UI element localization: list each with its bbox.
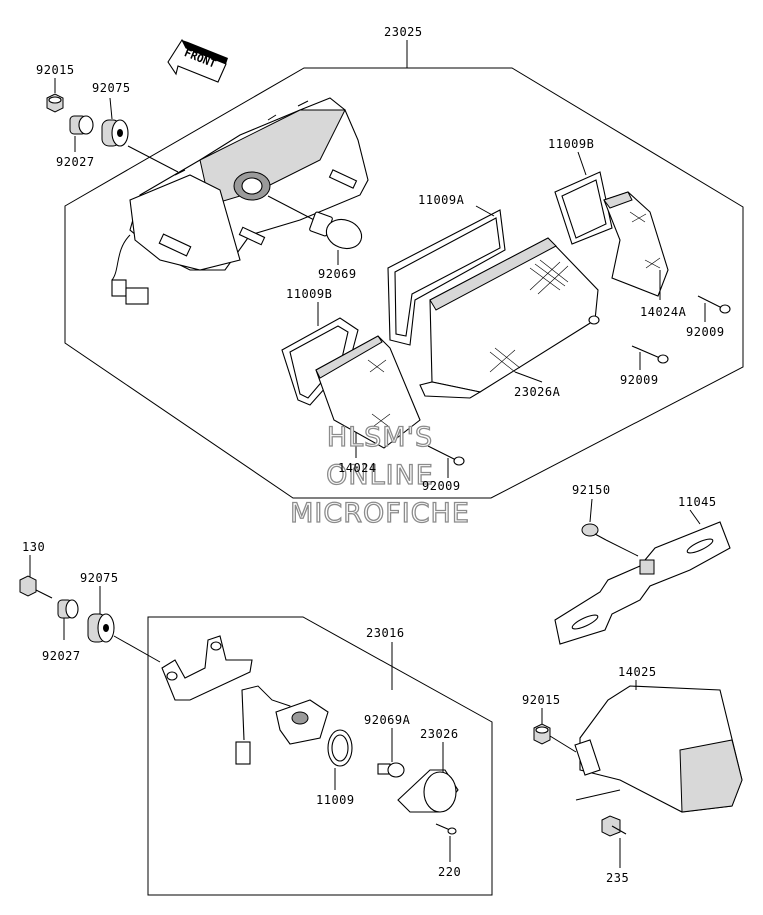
front-arrow-icon: FRONT [167, 38, 228, 83]
part-label: 220 [438, 865, 461, 879]
gasket-11009A [387, 209, 506, 346]
watermark-line2: ONLINE [326, 460, 434, 491]
part-label: 92150 [572, 483, 611, 497]
screw-92150 [581, 523, 607, 541]
part-label: 92075 [80, 571, 119, 585]
part-label: 130 [22, 540, 45, 554]
part-label: 23016 [366, 626, 405, 640]
cover-14025 [574, 685, 743, 813]
bolt-130 [19, 575, 53, 599]
reflector-14024 [315, 335, 421, 449]
part-label: 92009 [620, 373, 659, 387]
bolt-235 [601, 815, 627, 837]
lens-23026 [397, 769, 459, 813]
part-label: 92009 [686, 325, 725, 339]
part-label: 92027 [42, 649, 81, 663]
grommet-92075-bot [87, 613, 115, 643]
washer-92027-bot [57, 599, 79, 619]
bulb-92069 [267, 195, 363, 250]
part-label: 92015 [36, 63, 75, 77]
part-label: 11009A [418, 193, 465, 207]
lens-23026A [419, 237, 600, 399]
bulb-92069A [377, 762, 405, 778]
part-label: 23026A [514, 385, 561, 399]
part-label: 14024A [640, 305, 687, 319]
part-label: 11009B [286, 287, 332, 301]
screw-92009-bottom [427, 445, 465, 466]
part-label: 92027 [56, 155, 95, 169]
tail-light-housing [111, 97, 369, 305]
watermark-line1: HLSM'S [327, 422, 433, 453]
socket-wire [235, 685, 329, 765]
part-label: 11009 [316, 793, 355, 807]
part-label: 14024 [338, 461, 377, 475]
gasket-11009B-left [281, 317, 359, 406]
gasket-11009 [327, 729, 353, 767]
screw-220 [435, 823, 457, 835]
watermark: HLSM'S ONLINE MICROFICHE [289, 421, 470, 529]
part-label: 14025 [618, 665, 657, 679]
part-label: 235 [606, 871, 629, 885]
gasket-11009B-right [554, 171, 613, 245]
reflector-14024A [603, 191, 669, 297]
part-label: 11009B [548, 137, 594, 151]
license-light-bracket [161, 635, 253, 701]
part-label: 23025 [384, 25, 423, 39]
part-label: 92015 [522, 693, 561, 707]
assembly-outline-23016 [147, 616, 493, 896]
watermark-line3: MICROFICHE [290, 498, 470, 529]
nut-92015-top [46, 93, 64, 113]
part-label: 92069 [318, 267, 357, 281]
part-label: 92009 [422, 479, 461, 493]
nut-92015-bot [533, 723, 551, 745]
bracket-11045 [554, 521, 731, 645]
part-label: 92069A [364, 713, 411, 727]
part-label: 92075 [92, 81, 131, 95]
assembly-outline-23025 [64, 67, 744, 499]
part-label: 11045 [678, 495, 717, 509]
screw-92009-right [697, 295, 731, 314]
part-label: 23026 [420, 727, 459, 741]
screw-92009-mid [631, 345, 669, 364]
washer-92027-top [69, 115, 94, 135]
grommet-92075-top [101, 119, 129, 147]
